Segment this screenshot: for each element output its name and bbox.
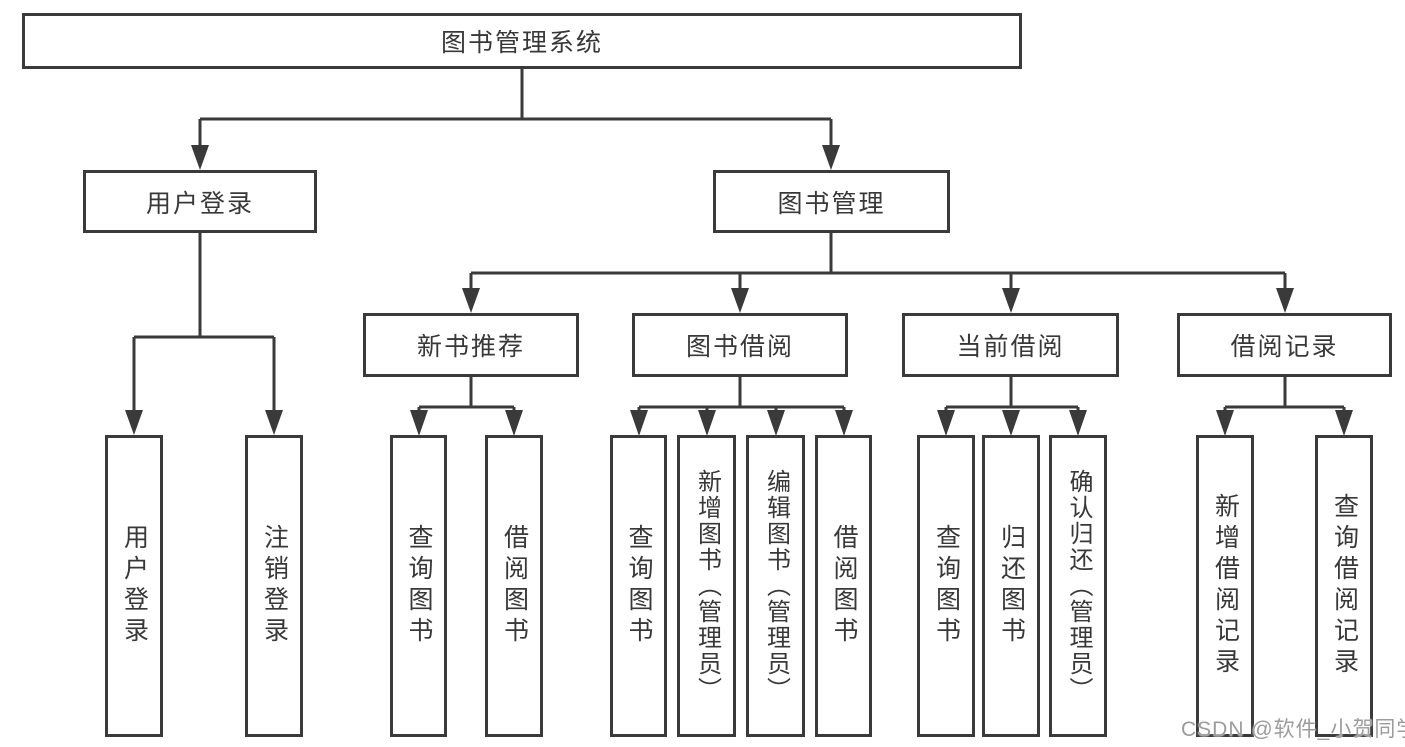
leaf-add-book-admin-label: 新增图书（管理员） — [693, 469, 721, 703]
node-user-login: 用户登录 — [83, 170, 317, 233]
leaf-query-book-recommend-label: 查询图书 — [405, 524, 433, 648]
csdn-watermark: CSDN @软件_小贺同学 — [1181, 718, 1405, 741]
leaf-return-book: 归还图书 — [982, 435, 1040, 737]
leaf-query-book-borrow-label: 查询图书 — [625, 524, 653, 648]
leaf-borrow-book-label: 借阅图书 — [830, 524, 858, 648]
leaf-add-borrow-record-label: 新增借阅记录 — [1211, 493, 1240, 679]
node-borrow-records-label: 借阅记录 — [1230, 333, 1339, 361]
leaf-confirm-return-admin: 确认归还（管理员） — [1049, 435, 1107, 737]
connector-new-book-children — [410, 377, 523, 436]
leaf-return-book-label: 归还图书 — [997, 524, 1026, 648]
leaf-add-book-admin: 新增图书（管理员） — [677, 435, 736, 737]
connector-root-to-level2 — [191, 69, 840, 170]
node-current-borrow-label: 当前借阅 — [956, 333, 1065, 361]
connector-book-borrow-children — [630, 377, 853, 436]
connector-user-login-children — [125, 233, 283, 435]
leaf-query-book-current: 查询图书 — [917, 435, 975, 737]
node-user-login-label: 用户登录 — [145, 189, 254, 218]
node-root-system: 图书管理系统 — [22, 13, 1022, 69]
leaf-query-book-current-label: 查询图书 — [932, 524, 961, 648]
node-root-system-label: 图书管理系统 — [440, 29, 603, 57]
node-new-book-recommend: 新书推荐 — [363, 313, 579, 377]
leaf-add-borrow-record: 新增借阅记录 — [1196, 435, 1254, 737]
leaf-user-login: 用户登录 — [105, 435, 163, 737]
connector-current-borrow-children — [937, 377, 1087, 436]
connector-book-mgmt-to-level3 — [462, 233, 1294, 313]
node-current-borrow: 当前借阅 — [902, 313, 1119, 377]
node-book-borrow-label: 图书借阅 — [685, 333, 794, 361]
leaf-user-login-label: 用户登录 — [120, 524, 149, 648]
leaf-query-borrow-record-label: 查询借阅记录 — [1330, 493, 1359, 679]
leaf-borrow-book-recommend: 借阅图书 — [485, 435, 543, 737]
leaf-query-book-recommend: 查询图书 — [390, 435, 447, 737]
leaf-query-borrow-record: 查询借阅记录 — [1315, 435, 1373, 737]
leaf-logout-label: 注销登录 — [260, 524, 289, 648]
node-new-book-recommend-label: 新书推荐 — [416, 333, 525, 361]
node-book-management-label: 图书管理 — [777, 189, 886, 218]
node-borrow-records: 借阅记录 — [1177, 313, 1392, 377]
leaf-edit-book-admin-label: 编辑图书（管理员） — [762, 469, 790, 703]
leaf-confirm-return-admin-label: 确认归还（管理员） — [1065, 469, 1092, 703]
node-book-borrow: 图书借阅 — [632, 313, 848, 377]
node-book-management: 图书管理 — [713, 170, 950, 233]
leaf-edit-book-admin: 编辑图书（管理员） — [746, 435, 805, 737]
leaf-query-book-borrow: 查询图书 — [610, 435, 667, 737]
leaf-logout: 注销登录 — [245, 435, 303, 737]
leaf-borrow-book-recommend-label: 借阅图书 — [500, 524, 529, 648]
connector-borrow-records-children — [1216, 377, 1353, 436]
leaf-borrow-book: 借阅图书 — [815, 435, 872, 737]
